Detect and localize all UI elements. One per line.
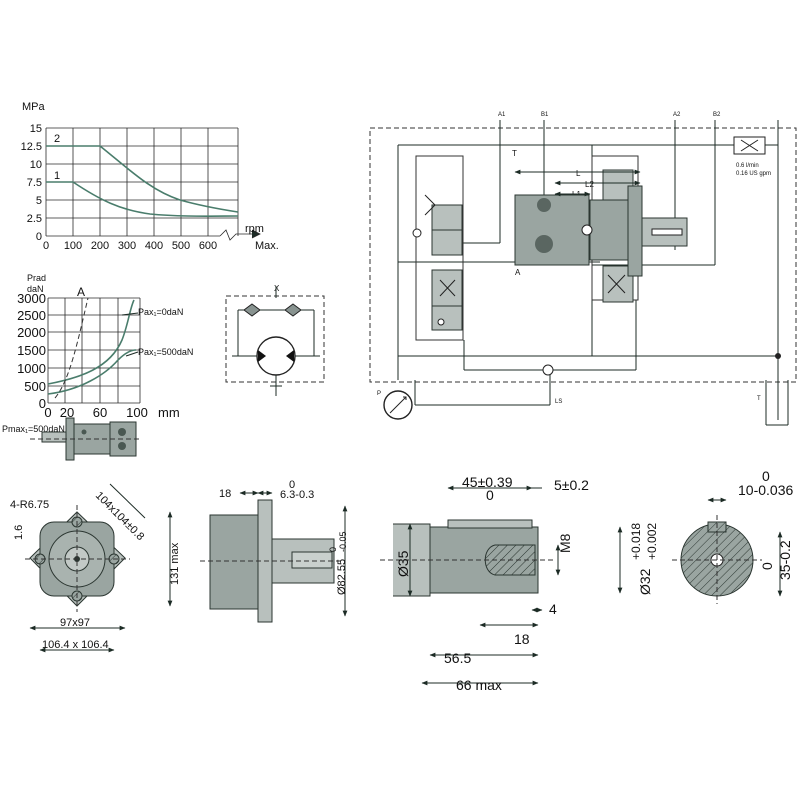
shaft-d56: 56.5 — [444, 650, 471, 666]
flange-offset: 1.6 — [13, 525, 25, 540]
p-xtick-300: 300 — [118, 240, 136, 252]
motor-small-icon — [30, 417, 140, 461]
shaft-thread: M8 — [557, 533, 573, 553]
shaft-key-zero: 0 — [486, 487, 494, 503]
side-tol-val: 6.3-0.3 — [280, 489, 314, 501]
side-view: 18 0 6.3-0.3 Ø82.55 0 -0.05 — [200, 479, 348, 623]
symbol-port-x: X — [274, 284, 280, 293]
flow-gpm: 0.16 US gpm — [736, 171, 771, 177]
p-tick-15: 15 — [30, 123, 42, 135]
label-A1: A1 — [498, 112, 506, 118]
label-L: L — [576, 169, 581, 178]
label-A: A — [515, 268, 521, 277]
label-T-top: T — [512, 149, 517, 158]
side-tol-top: 0 — [289, 479, 295, 491]
p-tick-2-5: 2.5 — [27, 213, 42, 225]
shaft-dia: Ø32 — [637, 568, 653, 595]
curve-label-1: 1 — [54, 170, 60, 182]
curve-label-pax0: Pax₁=0daN — [138, 307, 183, 317]
radial-unit-1: Prad — [27, 273, 46, 283]
flange-height: 131 max — [169, 542, 181, 585]
radial-curve-dashed — [54, 297, 89, 399]
p-xtick-500: 500 — [172, 240, 190, 252]
flange-front-view: 4-R6.75 104x104±0.8 1.6 131 max 97x97 10… — [10, 483, 181, 653]
p-xtick-600: 600 — [199, 240, 217, 252]
p-tick-7-5: 7.5 — [27, 177, 42, 189]
p-x-max: Max. — [255, 240, 279, 252]
p-xtick-200: 200 — [91, 240, 109, 252]
label-A2: A2 — [673, 112, 681, 118]
r-xtick-20: 20 — [60, 405, 74, 420]
side-pilot-tol-b: -0.05 — [338, 531, 348, 552]
curve-2 — [46, 145, 239, 213]
r-tick-3000: 3000 — [17, 291, 46, 306]
radial-load-chart: Prad daN 3000 2500 2000 1500 1000 500 0 … — [2, 273, 193, 434]
section-height-top: 0 — [759, 562, 775, 570]
shaft-dia-body: Ø35 — [395, 550, 411, 577]
r-tick-500: 500 — [24, 379, 46, 394]
shaft-key-len: 45±0.39 — [462, 474, 513, 490]
side-18: 18 — [219, 488, 231, 500]
p-tick-12-5: 12.5 — [21, 141, 42, 153]
pmax-label: Pmax₁=500daN — [2, 424, 65, 434]
r-xtick-60: 60 — [93, 405, 107, 420]
shaft-key-off: 5±0.2 — [554, 477, 589, 493]
section-height-val: 35-0.2 — [777, 540, 793, 580]
p-tick-10: 10 — [30, 159, 42, 171]
label-T: T — [757, 396, 761, 402]
p-tick-5: 5 — [36, 195, 42, 207]
flow-lmin: 0.6 l/min — [736, 163, 759, 169]
shaft-view: 45±0.39 0 5±0.2 M8 Ø35 Ø32 4 18 56.5 66 … — [380, 474, 659, 693]
p-xtick-100: 100 — [64, 240, 82, 252]
radial-curve-upper — [47, 299, 135, 385]
label-B1: B1 — [541, 112, 549, 118]
radial-unit-2: daN — [27, 284, 44, 294]
label-B2: B2 — [713, 112, 721, 118]
p-xtick-0: 0 — [43, 240, 49, 252]
r-xtick-100: 100 — [126, 405, 148, 420]
p-tick-0: 0 — [36, 231, 42, 243]
hydraulic-circuit: A1 B1 A2 B2 T L L2 L1 A P LS T 0.6 l/min… — [369, 112, 797, 426]
label-L2: L2 — [585, 180, 594, 189]
pressure-unit: MPa — [22, 101, 46, 113]
section-width-top: 0 — [762, 468, 770, 484]
radial-curve-lower — [47, 349, 137, 395]
shaft-tol-a: +0.018 — [629, 523, 643, 560]
side-pilot: Ø82.55 — [336, 559, 348, 595]
shaft-section: 0 10-0.036 0 35-0.2 — [672, 468, 793, 604]
section-width-val: 10-0.036 — [738, 482, 793, 498]
flange-holes: 4-R6.75 — [10, 499, 49, 511]
r-xtick-0: 0 — [44, 405, 51, 420]
p-x-unit: rpm — [245, 223, 264, 235]
r-tick-1500: 1500 — [17, 343, 46, 358]
r-tick-2000: 2000 — [17, 325, 46, 340]
side-pilot-tol-a: 0 — [328, 547, 338, 552]
flange-width: 106.4 x 106.4 — [42, 639, 109, 651]
r-x-unit: mm — [158, 405, 180, 420]
r-marker-A: A — [77, 285, 85, 299]
curve-label-2: 2 — [54, 133, 60, 145]
curve-label-pax500: Pax₁=500daN — [138, 347, 193, 357]
r-tick-1000: 1000 — [17, 361, 46, 376]
curve-1 — [46, 181, 239, 217]
shaft-tol-b: +0.002 — [645, 523, 659, 560]
r-tick-2500: 2500 — [17, 308, 46, 323]
r-tick-0: 0 — [39, 396, 46, 411]
label-P: P — [377, 391, 381, 397]
p-xtick-400: 400 — [145, 240, 163, 252]
shaft-d18: 18 — [514, 631, 530, 647]
label-LS: LS — [555, 399, 562, 405]
shaft-d4: 4 — [549, 601, 557, 617]
flange-bolt: 97x97 — [60, 617, 90, 629]
shaft-d66: 66 max — [456, 677, 502, 693]
motor-symbol: X — [225, 284, 325, 396]
pressure-chart: MPa 15 12.5 10 7.5 5 2.5 — [21, 101, 279, 252]
